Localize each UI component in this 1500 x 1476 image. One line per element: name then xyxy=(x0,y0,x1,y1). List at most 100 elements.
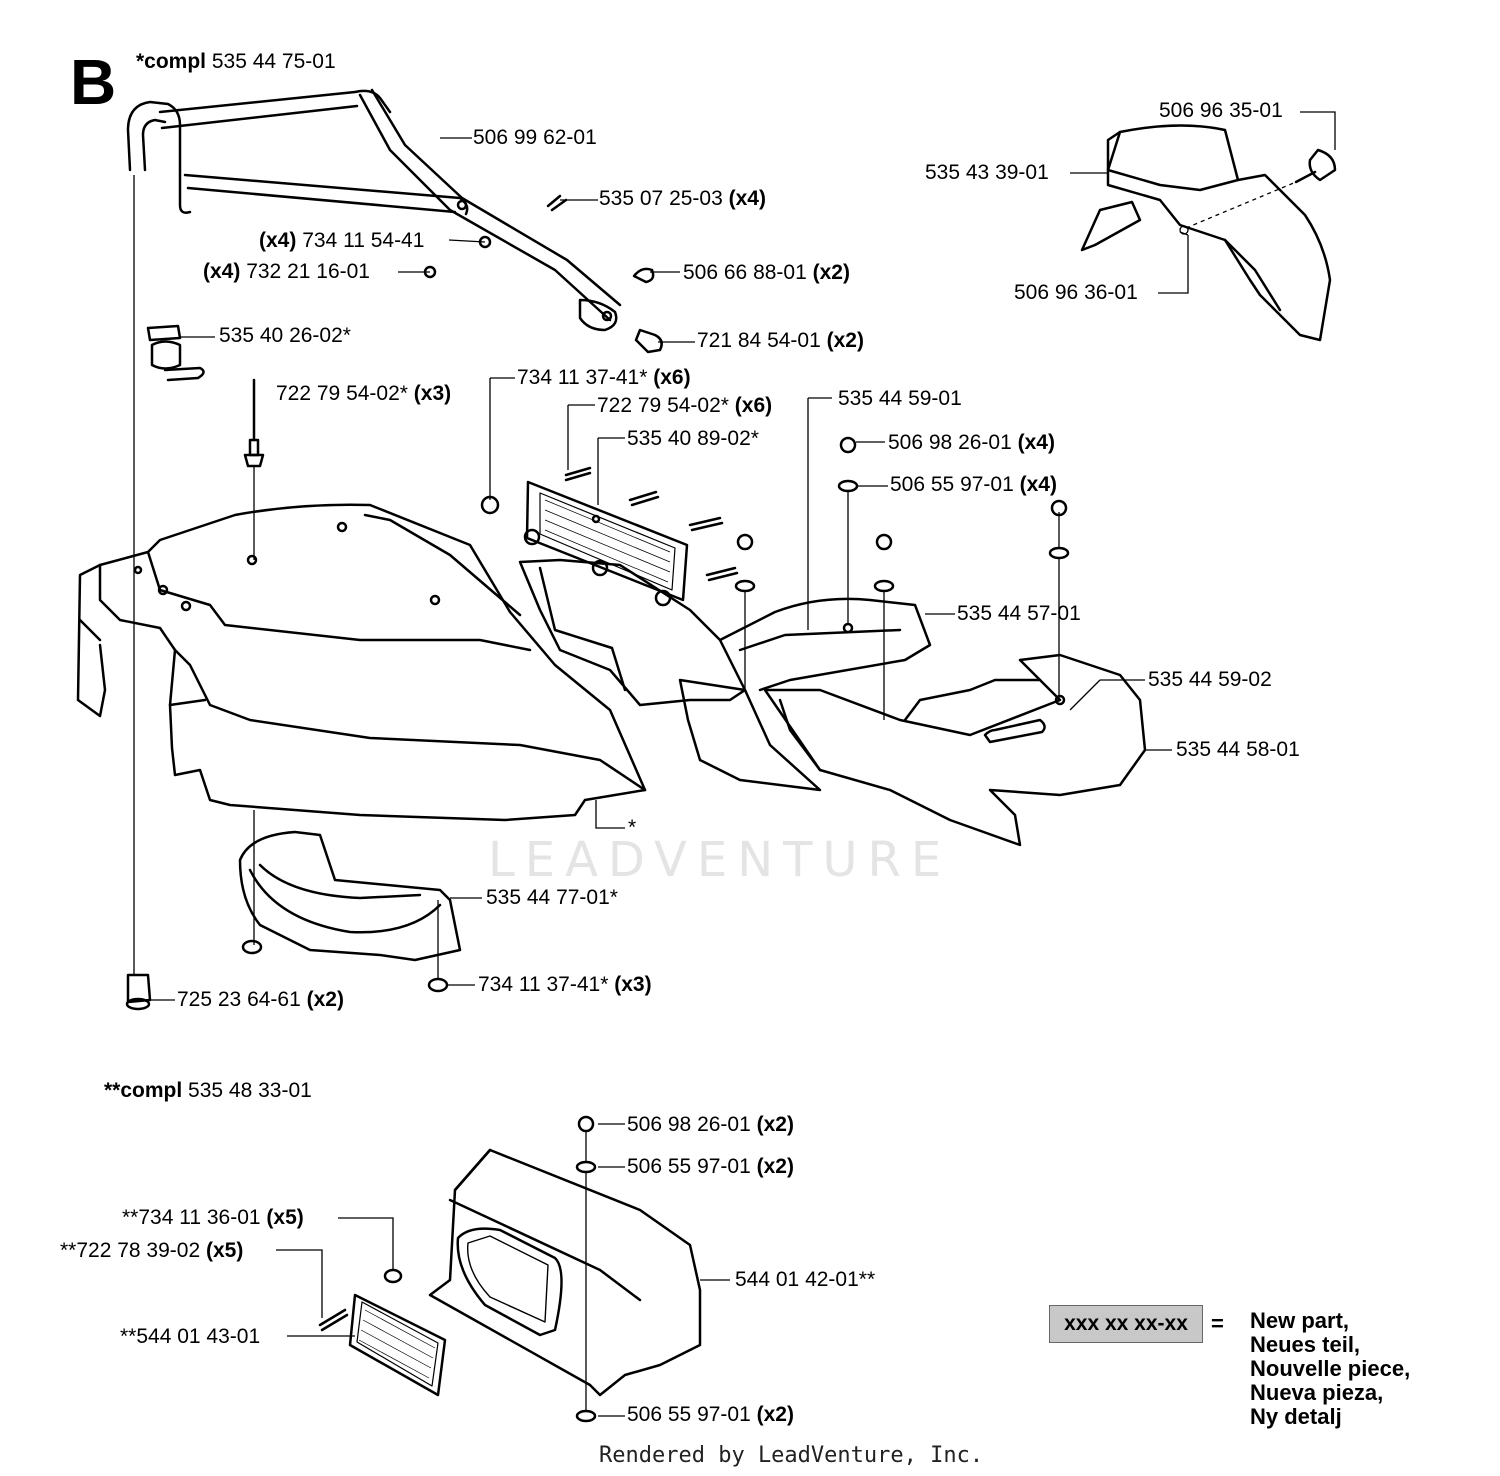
part-number: 506 98 26-01 xyxy=(888,431,1012,454)
part-number: **722 78 39-02 xyxy=(60,1239,201,1262)
part-number: 722 79 54-02* xyxy=(276,382,408,405)
knob-drawing xyxy=(146,324,205,382)
part-number: 535 44 59-01 xyxy=(838,387,962,410)
complete-assembly-label-2: **compl 535 48 33-01 xyxy=(104,1079,312,1103)
part-number: 535 44 58-01 xyxy=(1176,738,1300,761)
section-letter: B xyxy=(70,46,117,118)
part-number: 506 96 36-01 xyxy=(1014,281,1138,304)
complete-assembly-label: *compl 535 44 75-01 xyxy=(136,50,336,74)
part-qty: (x3) xyxy=(614,973,652,996)
legend-line: Nueva pieza, xyxy=(1250,1380,1384,1405)
compl-prefix: *compl xyxy=(136,50,207,73)
part-qty: (x2) xyxy=(756,1113,794,1136)
handle-fasteners-drawing xyxy=(423,194,663,354)
part-number: 506 98 26-01 xyxy=(627,1113,751,1136)
part-qty: (x2) xyxy=(306,988,344,1011)
part-label-clevis-pin[interactable]: 721 84 54-01 (x2) xyxy=(697,329,864,353)
legend-text: New part, Neues teil, Nouvelle piece, Nu… xyxy=(1250,1309,1410,1429)
part-qty: (x4) xyxy=(1017,431,1055,454)
legend-equals: = xyxy=(1211,1311,1224,1336)
part-number: 506 66 88-01 xyxy=(683,261,807,284)
part-qty: (x5) xyxy=(205,1239,244,1262)
part-label-rivet[interactable]: 722 79 54-02* (x3) xyxy=(276,382,451,406)
part-qty: (x2) xyxy=(756,1403,794,1426)
part-number: 535 44 77-01* xyxy=(486,886,618,909)
footer-credit: Rendered by LeadVenture, Inc. xyxy=(599,1443,984,1468)
part-label-side-cowl-right[interactable]: 535 44 59-02 xyxy=(1148,668,1272,692)
part-label-pin[interactable]: 506 66 88-01 (x2) xyxy=(683,261,850,285)
part-label-washer-x2-bottom[interactable]: 506 55 97-01 (x2) xyxy=(627,1403,794,1427)
part-label-bottom-cover[interactable]: 544 01 42-01** xyxy=(735,1268,875,1292)
rear-deflector-drawing xyxy=(1080,124,1337,342)
part-number: 535 43 39-01 xyxy=(925,161,1049,184)
vent-grille-drawing xyxy=(480,480,689,607)
part-number: 535 07 25-03 xyxy=(599,187,723,210)
part-qty: (x4) xyxy=(1019,473,1057,496)
part-number: 732 21 16-01 xyxy=(246,260,370,283)
part-label-knob[interactable]: 535 40 26-02* xyxy=(219,324,351,348)
part-number: 734 11 37-41* xyxy=(478,973,609,996)
part-label-bowl[interactable]: 535 44 77-01* xyxy=(486,886,618,910)
part-label-washer-x6[interactable]: 734 11 37-41* (x6) xyxy=(517,366,691,390)
part-qty: (x5) xyxy=(266,1206,304,1229)
grille-screws-drawing xyxy=(564,436,1070,593)
part-number: 535 44 59-02 xyxy=(1148,668,1272,691)
part-qty: (x2) xyxy=(756,1155,794,1178)
new-part-legend-box: xxx xx xx-xx xyxy=(1049,1305,1203,1343)
part-label-washer-x3[interactable]: 734 11 37-41* (x3) xyxy=(478,973,652,997)
part-number: 734 11 54-41 xyxy=(302,229,425,252)
part-label-cowl-base[interactable]: 535 44 58-01 xyxy=(1176,738,1300,762)
part-number: 506 99 62-01 xyxy=(473,126,597,149)
part-label-handle[interactable]: 506 99 62-01 xyxy=(473,126,597,150)
part-number: 535 40 26-02* xyxy=(219,324,351,347)
part-number: 535 40 89-02* xyxy=(627,427,759,450)
part-label-washer[interactable]: (x4) 734 11 54-41 xyxy=(259,229,424,253)
part-qty: (x4) xyxy=(728,187,766,210)
part-qty: (x6) xyxy=(734,394,773,417)
part-number: 734 11 37-41* xyxy=(517,366,648,389)
part-label-rivet-x5[interactable]: **722 78 39-02 (x5) xyxy=(60,1239,243,1263)
part-qty: (x2) xyxy=(812,261,850,284)
part-label-washer-x5[interactable]: **734 11 36-01 (x5) xyxy=(122,1206,304,1230)
part-qty: (x2) xyxy=(826,329,864,352)
part-label-side-cowl-left[interactable]: 535 44 59-01 xyxy=(838,387,962,411)
part-number: 506 96 35-01 xyxy=(1159,99,1283,122)
part-number: **544 01 43-01 xyxy=(120,1325,261,1348)
bottom-bolts-drawing xyxy=(125,378,449,1011)
part-label-cover-star[interactable]: * xyxy=(628,816,636,840)
part-label-deflector-washer[interactable]: 506 96 36-01 xyxy=(1014,281,1138,305)
legend-line: Neues teil, xyxy=(1250,1332,1361,1357)
part-label-rivet-x6[interactable]: 722 79 54-02* (x6) xyxy=(597,394,772,418)
legend-line: Nouvelle piece, xyxy=(1250,1356,1411,1381)
leader-lines xyxy=(133,111,1336,1417)
grille-mesh-drawing xyxy=(358,499,671,1379)
watermark: LEADVENTURE xyxy=(488,832,952,888)
part-label-grille[interactable]: 535 40 89-02* xyxy=(627,427,759,451)
legend-line: Ny detalj xyxy=(1250,1404,1342,1429)
part-label-deflector-pin[interactable]: 506 96 35-01 xyxy=(1159,99,1283,123)
part-label-washer-x4[interactable]: 506 55 97-01 (x4) xyxy=(890,473,1057,497)
part-label-cowl-center[interactable]: 535 44 57-01 xyxy=(957,602,1081,626)
part-label-bolt[interactable]: 535 07 25-03 (x4) xyxy=(599,187,766,211)
part-label-screw-x2[interactable]: 506 98 26-01 (x2) xyxy=(627,1113,794,1137)
handle-drawing xyxy=(126,88,622,332)
part-label-screw-x4[interactable]: 506 98 26-01 (x4) xyxy=(888,431,1055,455)
compl-prefix-2: **compl xyxy=(104,1079,183,1102)
bowl-drawing xyxy=(238,830,462,962)
part-label-deflector[interactable]: 535 43 39-01 xyxy=(925,161,1049,185)
part-number: **734 11 36-01 xyxy=(122,1206,261,1229)
part-qty: (x6) xyxy=(653,366,691,389)
part-label-bolt-x2[interactable]: 725 23 64-61 (x2) xyxy=(177,988,344,1012)
part-number: 544 01 42-01** xyxy=(735,1268,876,1291)
part-number: 722 79 54-02* xyxy=(597,394,729,417)
part-label-bottom-grille[interactable]: **544 01 43-01 xyxy=(120,1325,260,1349)
legend-line: New part, xyxy=(1250,1308,1350,1333)
compl-number: 535 44 75-01 xyxy=(211,50,336,73)
bottom-cover-drawing xyxy=(318,1115,702,1423)
part-qty: (x4) xyxy=(259,229,297,252)
part-label-washer-x2-top[interactable]: 506 55 97-01 (x2) xyxy=(627,1155,794,1179)
part-number: 535 44 57-01 xyxy=(957,602,1081,625)
part-label-nut[interactable]: (x4) 732 21 16-01 xyxy=(203,260,370,284)
part-qty: (x4) xyxy=(203,260,241,283)
